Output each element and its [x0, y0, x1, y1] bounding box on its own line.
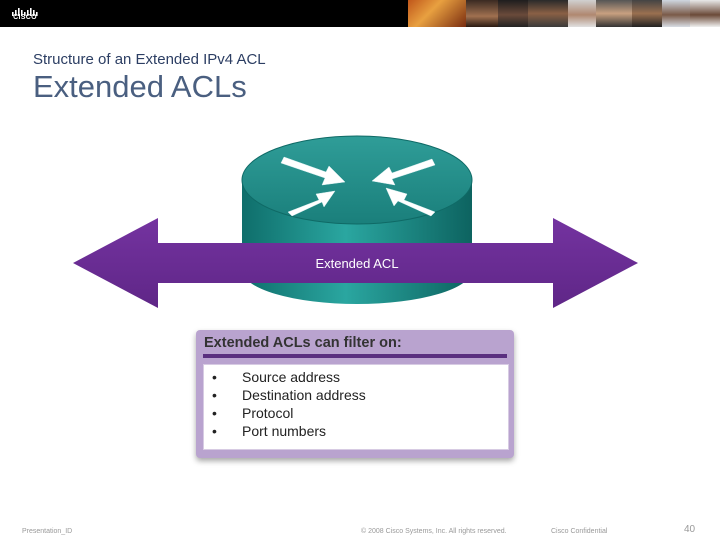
- logo-text: CISCO: [13, 14, 37, 21]
- filter-card-body: • Source address • Destination address •…: [203, 364, 509, 450]
- list-item-label: Source address: [242, 369, 341, 385]
- photo-tile: [662, 0, 690, 27]
- photo-tile: [632, 0, 662, 27]
- footer-copyright: © 2008 Cisco Systems, Inc. All rights re…: [361, 528, 507, 535]
- cisco-logo: CISCO: [8, 4, 42, 24]
- footer-confidential: Cisco Confidential: [551, 528, 608, 535]
- photo-tile: [466, 0, 498, 27]
- filter-list: • Source address • Destination address •…: [212, 368, 366, 440]
- arrow-label: Extended ACL: [315, 256, 398, 271]
- slide-title: Extended ACLs: [33, 69, 247, 104]
- photo-strip: [408, 0, 720, 27]
- photo-tile: [498, 0, 528, 27]
- photo-tile: [690, 0, 720, 27]
- top-banner: CISCO: [0, 0, 720, 27]
- page-number: 40: [684, 524, 696, 535]
- filter-card-title: Extended ACLs can filter on:: [204, 335, 402, 351]
- bullet: •: [212, 387, 217, 403]
- bullet: •: [212, 405, 217, 421]
- photo-tile: [528, 0, 568, 27]
- cisco-bars-icon: [12, 8, 38, 16]
- list-item: • Destination address: [212, 386, 366, 404]
- list-item: • Source address: [212, 368, 366, 386]
- photo-tile: [408, 0, 466, 27]
- list-item-label: Destination address: [242, 387, 366, 403]
- filter-card-divider: [203, 354, 507, 358]
- list-item: • Protocol: [212, 404, 366, 422]
- bullet: •: [212, 423, 217, 439]
- bullet: •: [212, 369, 217, 385]
- list-item-label: Protocol: [242, 405, 294, 421]
- list-item-label: Port numbers: [242, 423, 327, 439]
- bidirectional-arrow-icon: [73, 218, 638, 308]
- footer-presentation-id: Presentation_ID: [22, 528, 73, 535]
- router-arrows-icon: [280, 156, 436, 217]
- slide-subtitle: Structure of an Extended IPv4 ACL: [33, 51, 266, 68]
- photo-tile: [568, 0, 596, 27]
- list-item: • Port numbers: [212, 422, 366, 440]
- filter-card: Extended ACLs can filter on: • Source ad…: [196, 330, 514, 458]
- photo-tile: [596, 0, 632, 27]
